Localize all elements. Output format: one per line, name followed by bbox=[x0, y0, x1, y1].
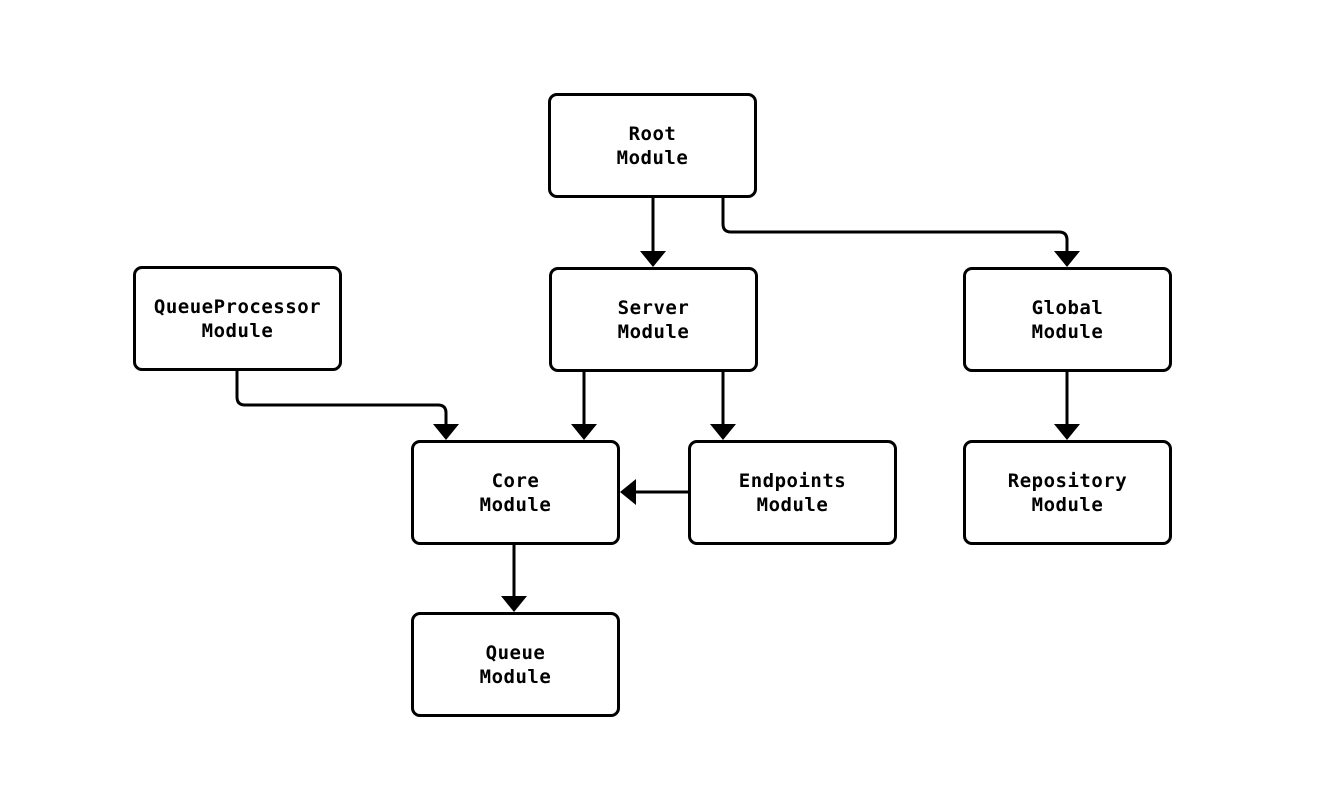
arrowhead-server-to-core bbox=[571, 424, 597, 440]
arrowhead-core-to-queue bbox=[501, 596, 527, 612]
node-queueprocessor-module: QueueProcessor Module bbox=[133, 266, 342, 371]
node-endpoints-module-label: Endpoints Module bbox=[738, 469, 847, 516]
arrowhead-global-to-repository bbox=[1054, 424, 1080, 440]
edge-root-to-global bbox=[721, 198, 1069, 251]
arrowhead-root-to-global bbox=[1054, 251, 1080, 267]
node-root-module-label: Root Module bbox=[616, 122, 689, 169]
arrowhead-queueprocessor-to-core bbox=[433, 424, 459, 440]
node-global-module-label: Global Module bbox=[1031, 296, 1104, 343]
node-repository-module: Repository Module bbox=[963, 440, 1172, 545]
node-queue-module-label: Queue Module bbox=[479, 641, 552, 688]
node-core-module-label: Core Module bbox=[479, 469, 552, 516]
node-endpoints-module: Endpoints Module bbox=[688, 440, 897, 545]
node-root-module: Root Module bbox=[548, 93, 757, 198]
arrowhead-endpoints-to-core bbox=[620, 479, 636, 505]
node-queue-module: Queue Module bbox=[411, 612, 620, 717]
node-queueprocessor-module-label: QueueProcessor Module bbox=[153, 295, 322, 342]
arrowhead-root-to-server bbox=[640, 251, 666, 267]
node-core-module: Core Module bbox=[411, 440, 620, 545]
node-repository-module-label: Repository Module bbox=[1007, 469, 1128, 516]
node-server-module-label: Server Module bbox=[617, 296, 690, 343]
arrowhead-server-to-endpoints bbox=[710, 424, 736, 440]
edge-queueprocessor-to-core bbox=[235, 371, 448, 424]
node-global-module: Global Module bbox=[963, 267, 1172, 372]
node-server-module: Server Module bbox=[549, 267, 758, 372]
